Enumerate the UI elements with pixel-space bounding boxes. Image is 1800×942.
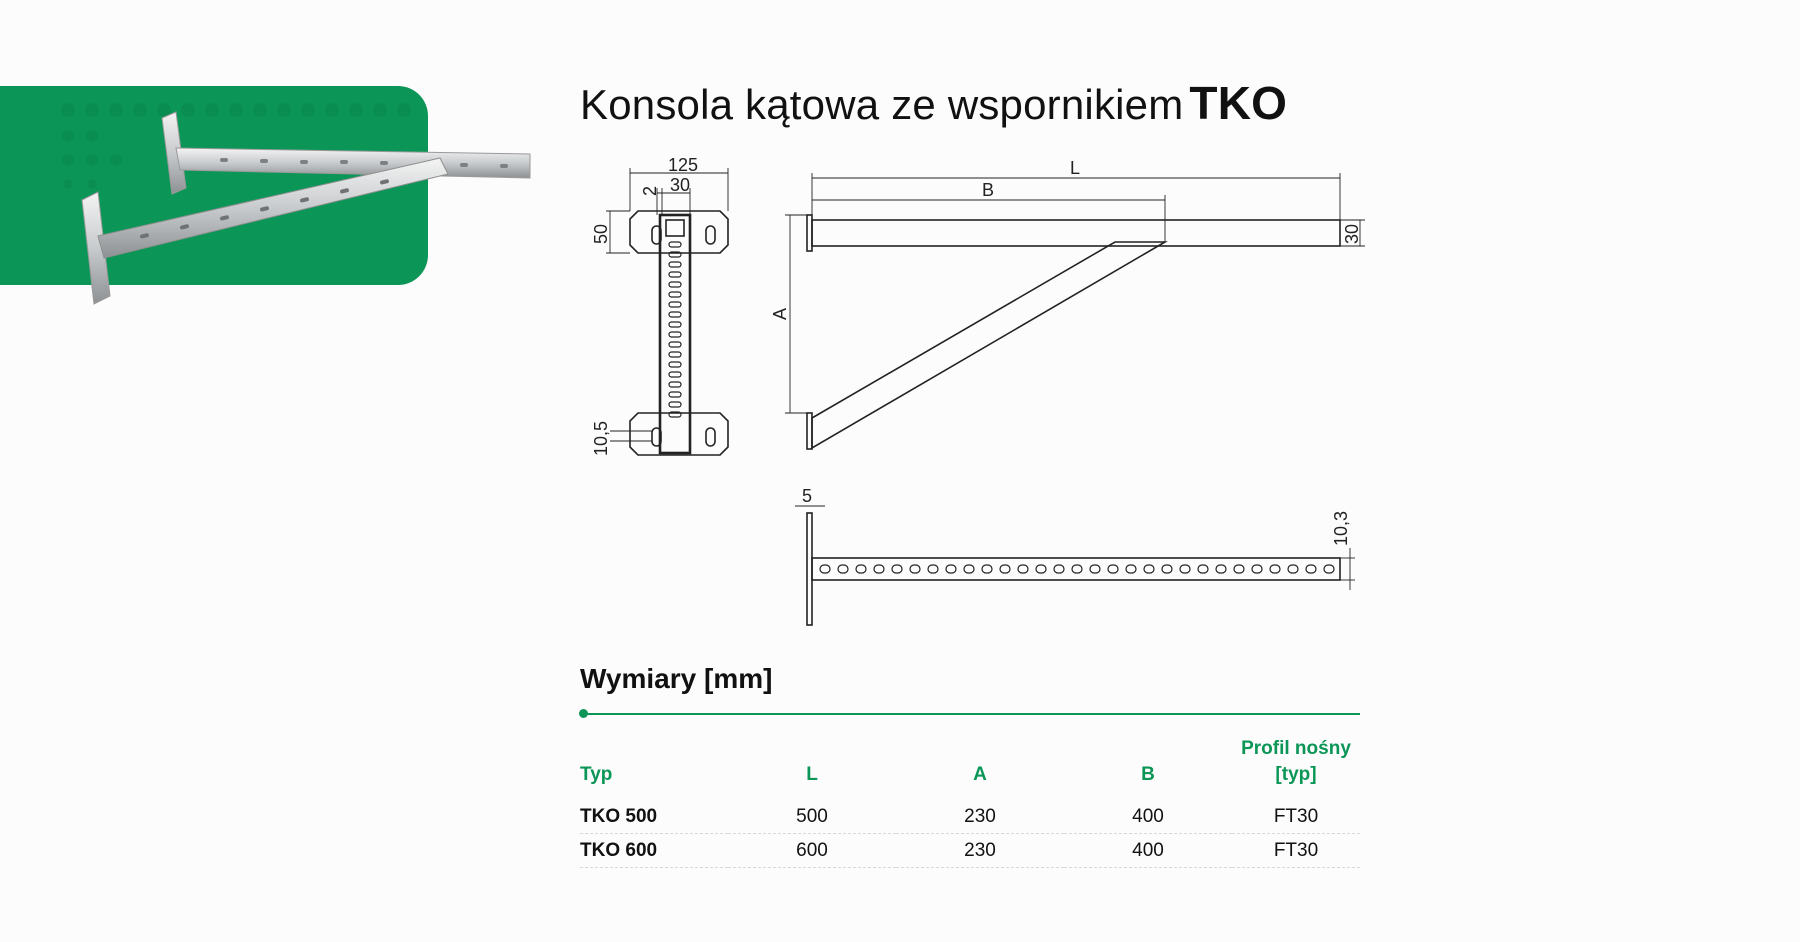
front-view xyxy=(606,168,729,456)
side-view xyxy=(785,173,1365,450)
col-typ: Typ xyxy=(580,764,613,785)
dot-pattern xyxy=(61,103,411,189)
technical-drawing: 125 30 2 50 10,5 L B A 30 5 10,3 xyxy=(591,155,1365,626)
label-L: L xyxy=(1070,158,1080,178)
cell-profil: FT30 xyxy=(1232,800,1360,834)
bottom-view xyxy=(795,505,1355,626)
label-profile: 30 xyxy=(1342,224,1362,244)
table-header-row: Typ L A B Profil nośny [typ] xyxy=(580,732,1360,800)
col-profil: Profil nośny [typ] xyxy=(1241,738,1351,785)
cell-L: 600 xyxy=(728,833,896,868)
cell-B: 400 xyxy=(1064,833,1232,868)
cell-A: 230 xyxy=(896,833,1064,868)
cell-profil: FT30 xyxy=(1232,833,1360,868)
divider-dot xyxy=(579,709,588,718)
label-height: 50 xyxy=(591,224,611,244)
cell-B: 400 xyxy=(1064,800,1232,834)
cell-typ: TKO 600 xyxy=(580,833,728,868)
label-hole: 10,5 xyxy=(591,421,611,456)
title-main: Konsola kątowa ze wspornikiem xyxy=(580,81,1184,128)
section-divider xyxy=(582,713,1360,715)
col-L: L xyxy=(806,764,818,785)
title-model: TKO xyxy=(1189,77,1288,129)
col-B: B xyxy=(1141,764,1155,785)
label-width: 125 xyxy=(668,155,698,175)
col-A: A xyxy=(973,764,987,785)
label-B: B xyxy=(982,180,994,200)
product-photo xyxy=(81,111,531,305)
cell-A: 230 xyxy=(896,800,1064,834)
dimensions-heading: Wymiary [mm] xyxy=(580,663,773,694)
dimensions-table: Typ L A B Profil nośny [typ] TKO 500 500… xyxy=(580,732,1360,868)
label-slot: 10,3 xyxy=(1331,511,1351,546)
cell-L: 500 xyxy=(728,800,896,834)
label-A: A xyxy=(770,308,790,320)
label-channel: 30 xyxy=(670,175,690,195)
cell-typ: TKO 500 xyxy=(580,800,728,834)
table-row: TKO 600 600 230 400 FT30 xyxy=(580,833,1360,868)
label-plate: 5 xyxy=(802,486,812,506)
table-row: TKO 500 500 230 400 FT30 xyxy=(580,800,1360,834)
label-gap: 2 xyxy=(640,186,660,196)
